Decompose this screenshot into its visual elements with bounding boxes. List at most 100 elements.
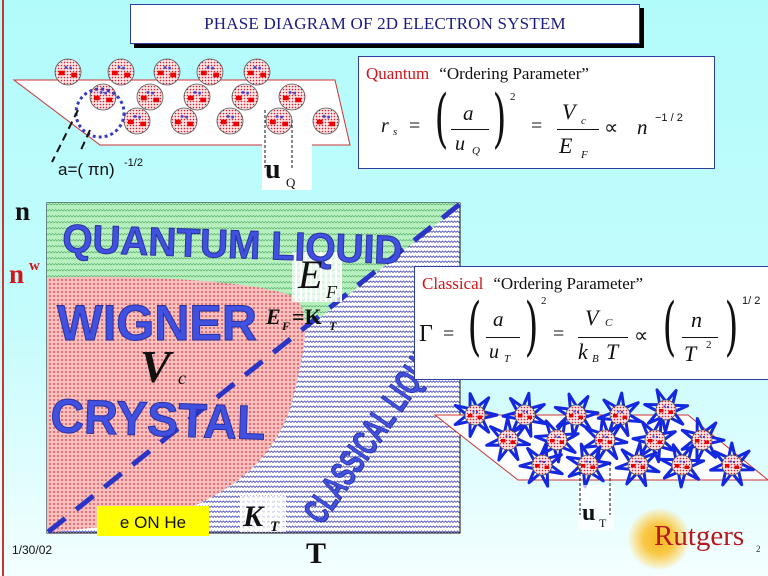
ut-sub: T bbox=[504, 353, 511, 365]
numerator-a: a bbox=[493, 307, 504, 331]
crossover-ef: E bbox=[265, 304, 281, 329]
t-symbol: T bbox=[606, 339, 619, 364]
ef-symbol: E bbox=[559, 133, 573, 158]
vc-sub: c bbox=[178, 368, 186, 388]
electron bbox=[594, 429, 616, 451]
thermal-electron bbox=[631, 417, 677, 464]
rs-symbol: r bbox=[381, 115, 389, 137]
denominator-u: u bbox=[489, 341, 499, 363]
ordering-parameter-heading: “Ordering Parameter” bbox=[493, 274, 644, 293]
thermal-electron bbox=[596, 391, 643, 437]
left-rule bbox=[2, 0, 4, 576]
electron bbox=[546, 429, 568, 451]
kt-label: K bbox=[242, 500, 265, 533]
electron bbox=[691, 429, 713, 451]
ef-label: E bbox=[297, 252, 322, 297]
a-formula: a=( πn) bbox=[58, 160, 115, 179]
gamma-symbol: Γ bbox=[419, 321, 433, 347]
thermal-electron-lattice bbox=[453, 388, 755, 489]
n-symbol: n bbox=[637, 115, 648, 139]
quantum-liquid-region bbox=[47, 203, 460, 330]
phase-diagram: QUANTUM LIQUID WIGNER CRYSTAL CLASSICAL … bbox=[9, 196, 462, 570]
thermal-electron bbox=[709, 441, 755, 487]
page-number: 2 bbox=[756, 544, 761, 554]
e-on-he-tag bbox=[97, 506, 209, 536]
electron bbox=[721, 454, 743, 476]
vc-symbol: V bbox=[585, 305, 599, 330]
thermal-electron bbox=[643, 388, 690, 434]
e-on-he-text: e ON He bbox=[120, 513, 186, 532]
power-2: 2 bbox=[541, 295, 547, 307]
a-exponent: -1/2 bbox=[124, 157, 143, 169]
equals: = bbox=[531, 115, 543, 137]
n-exponent: −1 / 2 bbox=[655, 112, 683, 124]
uq-label: u bbox=[265, 154, 281, 185]
quantum-label: Quantum bbox=[366, 64, 430, 83]
u-label-bg bbox=[578, 485, 614, 530]
ef-sub: F bbox=[581, 149, 588, 161]
thermal-electron bbox=[501, 391, 547, 438]
kb-sub: B bbox=[592, 353, 599, 365]
wigner-crystal-region bbox=[47, 276, 306, 533]
equals: = bbox=[409, 115, 421, 137]
slide-title: PHASE DIAGRAM OF 2D ELECTRON SYSTEM bbox=[130, 4, 640, 44]
n-symbol: n bbox=[691, 307, 702, 332]
crossover-label: E F =K T bbox=[265, 304, 337, 333]
thermal-electron bbox=[485, 416, 531, 462]
y-axis-label: n bbox=[15, 196, 30, 226]
a-marker-line bbox=[51, 109, 79, 163]
uq-subscript: Q bbox=[286, 175, 296, 190]
thermal-electron bbox=[680, 417, 726, 463]
electron-lattice bbox=[54, 58, 340, 135]
electron bbox=[577, 454, 599, 476]
electron bbox=[464, 404, 486, 426]
slide-date: 1/30/02 bbox=[12, 543, 53, 557]
title-text: PHASE DIAGRAM OF 2D ELECTRON SYSTEM bbox=[204, 14, 566, 33]
electron bbox=[278, 83, 306, 111]
t-power: 2 bbox=[706, 339, 712, 351]
electron bbox=[170, 107, 198, 135]
quantum-ordering-parameter-box: Quantum“Ordering Parameter” r s = ( a u … bbox=[358, 56, 715, 169]
thermal-electron bbox=[614, 441, 661, 488]
numerator-a: a bbox=[463, 101, 474, 125]
electron bbox=[497, 429, 519, 451]
nw-superscript: w bbox=[29, 258, 40, 274]
power-2: 2 bbox=[510, 91, 516, 103]
electron bbox=[183, 83, 211, 111]
electron bbox=[531, 454, 553, 476]
kb-symbol: k bbox=[578, 339, 588, 364]
crossover-line bbox=[46, 202, 462, 534]
u-label-bg bbox=[262, 138, 312, 190]
equals: = bbox=[553, 323, 565, 345]
electron bbox=[196, 58, 224, 86]
crossover-ef-sub: F bbox=[281, 319, 290, 333]
x-axis-label: T bbox=[306, 537, 326, 570]
electron bbox=[107, 58, 135, 86]
ordering-parameter-heading: “Ordering Parameter” bbox=[439, 64, 589, 83]
electron bbox=[153, 58, 181, 86]
kt-sub: T bbox=[270, 519, 280, 535]
ut-subscript: T bbox=[599, 516, 607, 530]
electron bbox=[565, 404, 587, 426]
quantum-liquid-label: QUANTUM LIQUID bbox=[62, 217, 403, 273]
electron bbox=[671, 454, 693, 476]
classical-ordering-parameter-box: Classical“Ordering Parameter” Γ = ( a u … bbox=[414, 266, 768, 380]
uq-sub: Q bbox=[472, 145, 480, 157]
ef-label-bg bbox=[292, 252, 342, 302]
a-marker-line bbox=[79, 129, 91, 153]
vc-symbol: V bbox=[562, 99, 576, 124]
electron bbox=[231, 83, 259, 111]
rs-subscript: s bbox=[393, 126, 398, 138]
classical-label: Classical bbox=[422, 274, 484, 293]
power-half: 1/ 2 bbox=[742, 295, 761, 307]
thermal-electron bbox=[453, 392, 499, 438]
vc-sub: C bbox=[605, 317, 613, 329]
electron bbox=[655, 399, 677, 421]
sun-icon bbox=[628, 508, 690, 570]
classical-lattice-illustration: u T bbox=[433, 388, 768, 530]
proportional-symbol: ∝ bbox=[604, 117, 619, 139]
equals: = bbox=[443, 323, 455, 345]
electron bbox=[312, 107, 340, 135]
denominator-u: u bbox=[455, 133, 465, 155]
thermal-electron bbox=[659, 443, 706, 489]
